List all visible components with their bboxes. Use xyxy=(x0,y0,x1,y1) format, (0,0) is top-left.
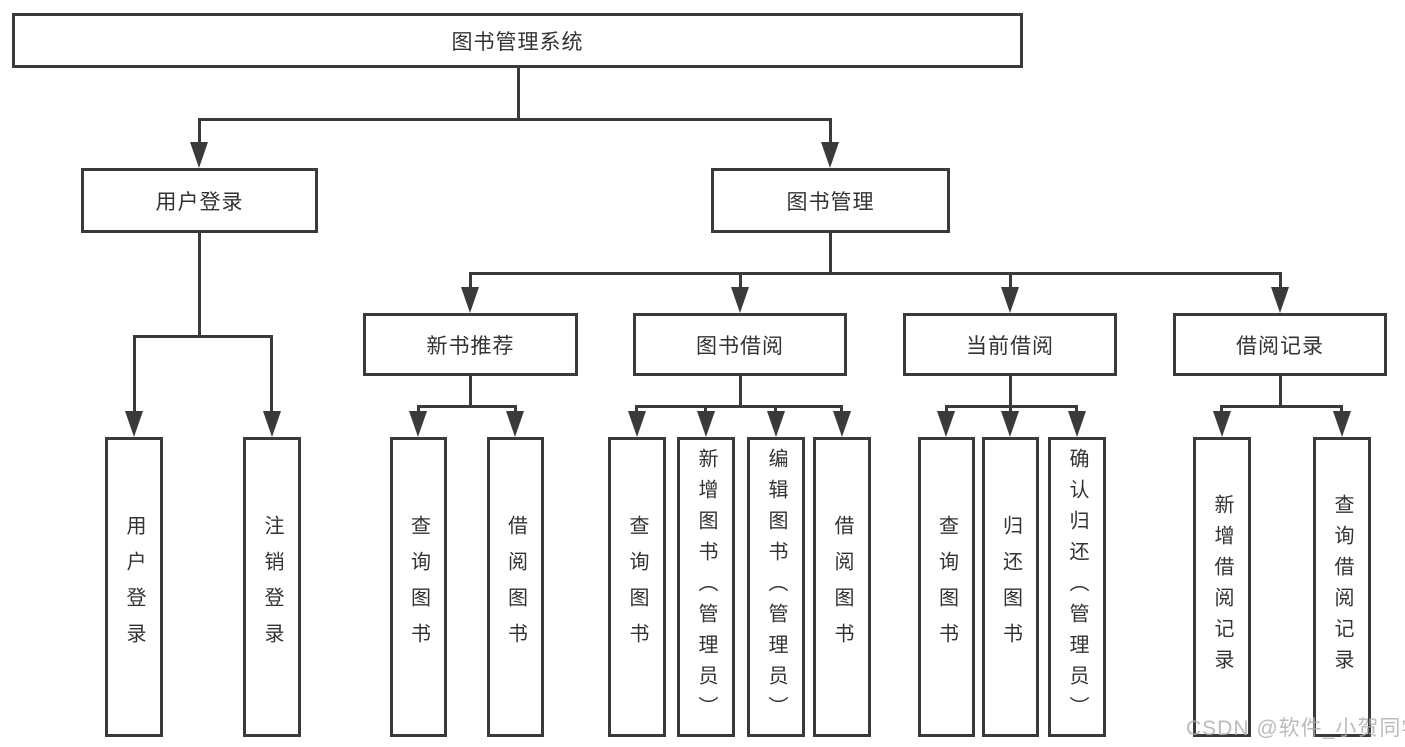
leaf-label: 查询图书 xyxy=(407,515,430,659)
connector-line xyxy=(133,335,136,414)
node-book-borrow: 图书借阅 xyxy=(633,313,847,376)
arrowhead-icon xyxy=(506,411,524,437)
connector-line xyxy=(739,272,742,292)
node-label: 图书管理系统 xyxy=(451,30,584,54)
leaf-label: 编辑图书（管理员） xyxy=(765,447,787,727)
arrowhead-icon xyxy=(1213,411,1231,437)
arrowhead-icon xyxy=(628,411,646,437)
arrowhead-icon xyxy=(125,411,143,437)
node-label: 用户登录 xyxy=(155,190,244,214)
csdn-watermark: CSDN @软件_小贺同学 xyxy=(1186,717,1405,740)
connector-line xyxy=(1279,272,1282,292)
arrowhead-icon xyxy=(190,142,208,168)
arrowhead-icon xyxy=(767,411,785,437)
leaf-user-login: 用户登录 xyxy=(105,437,163,737)
connector-line xyxy=(1279,376,1282,405)
arrowhead-icon xyxy=(697,411,715,437)
connector-line xyxy=(635,405,843,408)
leaf-borrow-books-recommend: 借阅图书 xyxy=(487,437,544,737)
leaf-label: 注销登录 xyxy=(261,515,283,659)
leaf-return-book: 归还图书 xyxy=(982,437,1039,737)
leaf-confirm-return-admin: 确认归还（管理员） xyxy=(1048,437,1106,737)
leaf-label: 用户登录 xyxy=(123,515,145,659)
connector-line xyxy=(469,272,472,292)
leaf-label: 借阅图书 xyxy=(504,515,527,659)
connector-line xyxy=(198,118,832,121)
leaf-label: 新增借阅记录 xyxy=(1211,494,1233,680)
connector-line xyxy=(133,335,273,338)
node-label: 图书借阅 xyxy=(696,334,784,358)
node-label: 新书推荐 xyxy=(426,334,515,358)
connector-line xyxy=(1009,376,1012,405)
connector-line xyxy=(517,68,520,118)
node-library-management-system: 图书管理系统 xyxy=(12,13,1023,68)
node-current-borrow: 当前借阅 xyxy=(903,313,1117,376)
leaf-label: 新增图书（管理员） xyxy=(695,447,717,727)
arrowhead-icon xyxy=(1271,287,1289,313)
leaf-add-book-admin: 新增图书（管理员） xyxy=(677,437,735,737)
node-label: 借阅记录 xyxy=(1236,334,1324,358)
arrowhead-icon xyxy=(1001,287,1019,313)
leaf-add-borrow-record: 新增借阅记录 xyxy=(1193,437,1251,737)
connector-line xyxy=(198,118,201,148)
arrowhead-icon xyxy=(1001,411,1019,437)
connector-line xyxy=(739,376,742,405)
connector-line xyxy=(829,118,832,148)
arrowhead-icon xyxy=(1333,411,1351,437)
leaf-edit-book-admin: 编辑图书（管理员） xyxy=(747,437,805,737)
arrowhead-icon xyxy=(821,142,839,168)
leaf-label: 查询图书 xyxy=(935,515,958,659)
arrowhead-icon xyxy=(833,411,851,437)
node-book-management: 图书管理 xyxy=(711,168,950,233)
arrowhead-icon xyxy=(409,411,427,437)
connector-line xyxy=(469,272,1282,275)
arrowhead-icon xyxy=(1068,411,1086,437)
node-borrow-records: 借阅记录 xyxy=(1173,313,1387,376)
node-user-login: 用户登录 xyxy=(81,168,318,233)
node-label: 当前借阅 xyxy=(966,334,1054,358)
leaf-query-books-current: 查询图书 xyxy=(918,437,975,737)
arrowhead-icon xyxy=(937,411,955,437)
connector-line xyxy=(829,233,832,272)
connector-line xyxy=(1220,405,1343,408)
leaf-query-borrow-record: 查询借阅记录 xyxy=(1313,437,1371,737)
leaf-label: 归还图书 xyxy=(999,515,1022,659)
leaf-label: 借阅图书 xyxy=(831,515,853,659)
leaf-label: 确认归还（管理员） xyxy=(1066,447,1088,727)
connector-line xyxy=(417,405,517,408)
leaf-query-books-recommend: 查询图书 xyxy=(390,437,447,737)
arrowhead-icon xyxy=(731,287,749,313)
arrowhead-icon xyxy=(263,411,281,437)
node-new-book-recommend: 新书推荐 xyxy=(363,313,578,376)
connector-line xyxy=(198,233,201,335)
leaf-query-books-borrow: 查询图书 xyxy=(608,437,666,737)
leaf-label: 查询借阅记录 xyxy=(1331,494,1353,680)
leaf-logout: 注销登录 xyxy=(243,437,301,737)
node-label: 图书管理 xyxy=(786,190,875,214)
leaf-borrow-books: 借阅图书 xyxy=(813,437,871,737)
connector-line xyxy=(270,335,273,414)
leaf-label: 查询图书 xyxy=(626,515,648,659)
arrowhead-icon xyxy=(461,287,479,313)
connector-line xyxy=(1009,272,1012,292)
connector-line xyxy=(469,376,472,405)
